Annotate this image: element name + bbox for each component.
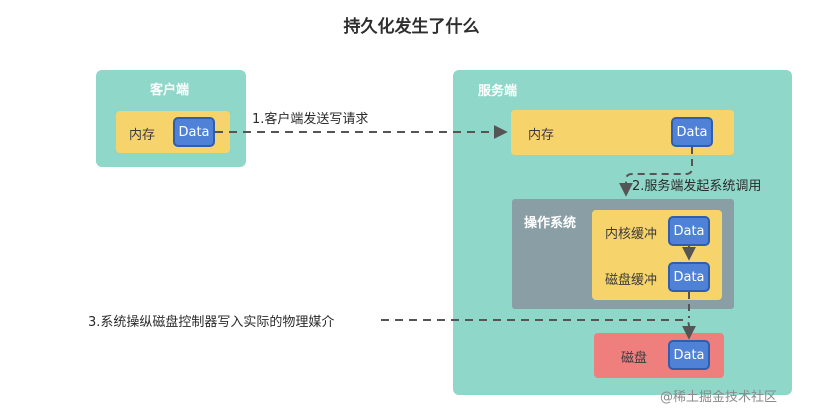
edge-label-step2: 2.服务端发起系统调用 [632,179,762,194]
client-label: 客户端 [150,83,190,98]
client-memory-label: 内存 [129,128,156,143]
os-label: 操作系统 [524,216,577,231]
disk-label: 磁盘 [621,351,648,366]
kernel-buffer-label: 内核缓冲 [605,227,658,242]
edge-label-step1: 1.客户端发送写请求 [252,112,369,127]
kernel-data-chip: Data [668,216,710,246]
server-data-chip: Data [671,117,713,147]
edge-to-physical-disk [381,319,696,340]
disk-buffer-label: 磁盘缓冲 [605,273,658,288]
server-label: 服务端 [478,84,518,99]
server-memory-label: 内存 [528,128,555,143]
watermark: @稀土掘金技术社区 [660,390,778,405]
diagram-title: 持久化发生了什么 [343,17,480,37]
edge-label-step3: 3.系统操纵磁盘控制器写入实际的物理媒介 [88,315,335,330]
disk-buffer-data-chip: Data [668,262,710,292]
disk-data-chip: Data [668,340,710,370]
client-data-chip: Data [173,117,215,147]
